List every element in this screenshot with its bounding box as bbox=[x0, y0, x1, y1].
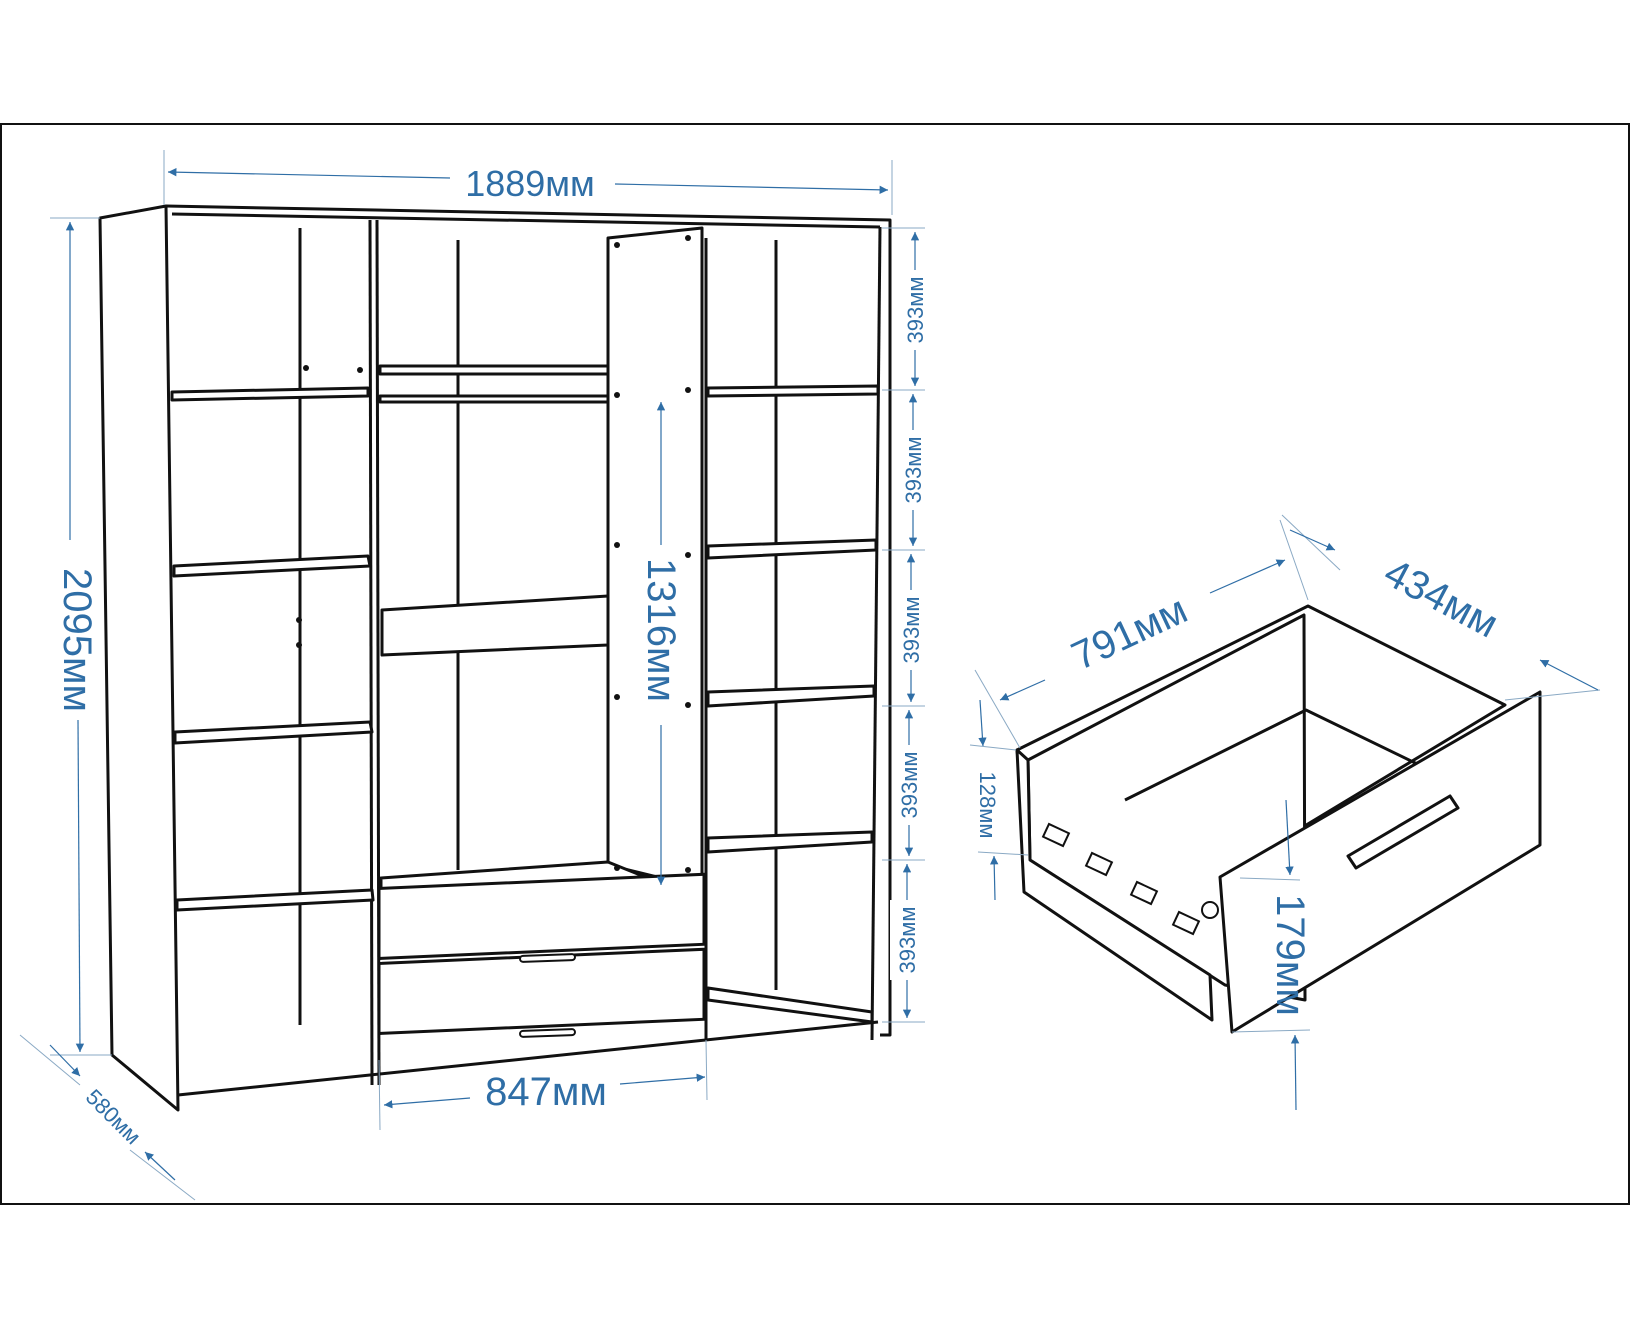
drawer-depth-label: 434мм bbox=[1377, 551, 1505, 647]
left-shelves bbox=[170, 386, 375, 912]
drawer-front bbox=[1218, 690, 1542, 1034]
shelf-spacing-dimensions: 393мм 393мм 393мм 393мм 393мм bbox=[882, 227, 928, 1023]
drawer-front-handle bbox=[1346, 794, 1460, 870]
shelf-spacing-label: 393мм bbox=[897, 752, 922, 819]
middle-panel bbox=[380, 594, 610, 657]
drawer-drawing bbox=[1015, 604, 1542, 1034]
right-shelves bbox=[706, 384, 880, 1024]
drawer-side bbox=[1015, 748, 1214, 1022]
drawer-front-height-label: 179мм bbox=[1268, 894, 1312, 1016]
drawer-side-height-label: 128мм bbox=[975, 772, 1000, 839]
mounting-holes bbox=[296, 235, 691, 873]
wardrobe-drawing bbox=[98, 204, 892, 1112]
hanging-height-label: 1316мм bbox=[639, 558, 683, 702]
drawing-frame bbox=[0, 123, 1630, 1205]
depth-label: 580мм bbox=[81, 1084, 146, 1149]
drawer-runner-slots bbox=[1041, 822, 1219, 936]
upper-drawer bbox=[377, 872, 706, 960]
drawer-handle bbox=[519, 953, 576, 963]
height-label: 2095мм bbox=[55, 568, 99, 712]
width-label: 1889мм bbox=[465, 163, 595, 204]
shelf-spacing-label: 393мм bbox=[895, 907, 920, 974]
drawer-width-label: 791мм bbox=[1065, 588, 1194, 679]
drawer-handle bbox=[519, 1028, 576, 1038]
left-side-panel bbox=[98, 204, 180, 1112]
shelf-spacing-label: 393мм bbox=[903, 277, 928, 344]
shelf-spacing-label: 393мм bbox=[901, 437, 926, 504]
shelf-spacing-label: 393мм bbox=[899, 597, 924, 664]
middle-width-label: 847мм bbox=[485, 1070, 607, 1114]
